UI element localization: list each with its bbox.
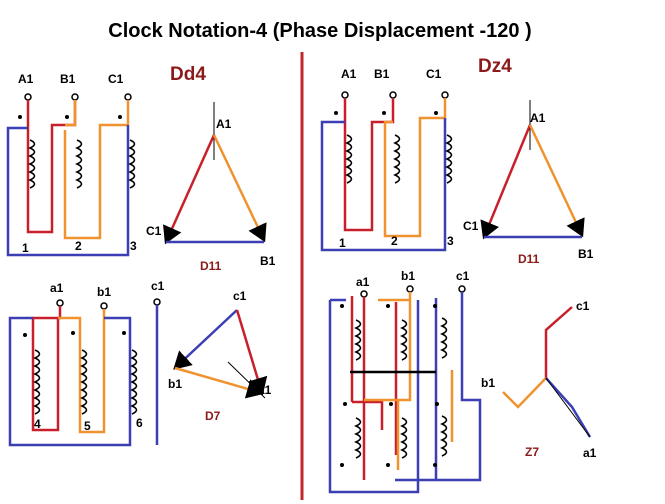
right-primary-vertex-b: B1 [578, 247, 594, 261]
terminal-dot [24, 93, 32, 101]
terminal-dot [124, 93, 132, 101]
left-secondary-terminal-c: c1 [151, 279, 165, 293]
left-primary-vertex-a: A1 [216, 117, 232, 131]
right-secondary-vector-label: Z7 [525, 445, 539, 459]
left-primary-vertex-b: B1 [260, 254, 276, 268]
left-secondary-vertex-c: c1 [233, 289, 247, 303]
right-primary-vector: A1 C1 B1 D11 [463, 100, 594, 266]
left-secondary-vector: c1 b1 a1 D7 [168, 289, 272, 423]
right-primary-terminal-c: C1 [426, 67, 442, 81]
left-secondary-num-6: 6 [136, 416, 143, 430]
left-primary-terminal-b: B1 [60, 72, 76, 86]
right-secondary-vertex-c: c1 [576, 299, 590, 313]
left-primary-vector-label: D11 [200, 259, 222, 273]
right-secondary-vertex-a: a1 [583, 446, 597, 460]
left-secondary-terminal-a: a1 [50, 281, 64, 295]
left-panel: Dd4 A1 B1 C1 1 2 3 [6, 64, 276, 447]
left-primary-terminal-c: C1 [108, 72, 124, 86]
right-secondary-windings: a1 b1 c1 [328, 269, 482, 494]
right-primary-num-2: 2 [391, 234, 398, 248]
left-primary-vertex-c: C1 [146, 224, 162, 238]
left-secondary-windings: a1 b1 c1 4 5 6 [8, 279, 165, 447]
left-secondary-terminal-b: b1 [97, 285, 111, 299]
right-primary-vertex-c: C1 [463, 219, 479, 233]
right-secondary-terminal-b: b1 [401, 269, 415, 283]
left-primary-windings: A1 B1 C1 1 2 3 [6, 72, 137, 257]
right-primary-terminal-a: A1 [341, 67, 357, 81]
right-secondary-vertex-b: b1 [481, 376, 495, 390]
left-secondary-vertex-a: a1 [258, 383, 272, 397]
terminal-dot [71, 93, 79, 101]
right-panel: Dz4 A1 B1 C1 1 2 3 [320, 56, 597, 494]
right-primary-num-1: 1 [339, 236, 346, 250]
left-primary-terminal-a: A1 [18, 72, 34, 86]
left-secondary-vertex-b: b1 [168, 377, 182, 391]
diagram-title: Clock Notation-4 (Phase Displacement -12… [108, 20, 531, 42]
right-secondary-terminal-c: c1 [456, 269, 470, 283]
right-primary-vertex-a: A1 [530, 111, 546, 125]
left-primary-num-1: 1 [22, 241, 29, 255]
right-primary-windings: A1 B1 C1 1 2 3 [320, 67, 454, 252]
left-secondary-num-5: 5 [84, 419, 91, 433]
left-secondary-vector-label: D7 [205, 409, 221, 423]
left-group-label: Dd4 [170, 64, 206, 85]
left-primary-vector: A1 C1 B1 D11 [146, 102, 276, 273]
right-secondary-vector: c1 b1 a1 Z7 [481, 299, 597, 460]
left-primary-num-2: 2 [75, 239, 82, 253]
right-group-label: Dz4 [478, 56, 512, 77]
left-secondary-num-4: 4 [34, 417, 41, 431]
right-secondary-terminal-a: a1 [356, 275, 370, 289]
right-primary-terminal-b: B1 [374, 67, 390, 81]
right-primary-num-3: 3 [447, 234, 454, 248]
right-primary-vector-label: D11 [518, 252, 540, 266]
left-primary-num-3: 3 [130, 239, 137, 253]
